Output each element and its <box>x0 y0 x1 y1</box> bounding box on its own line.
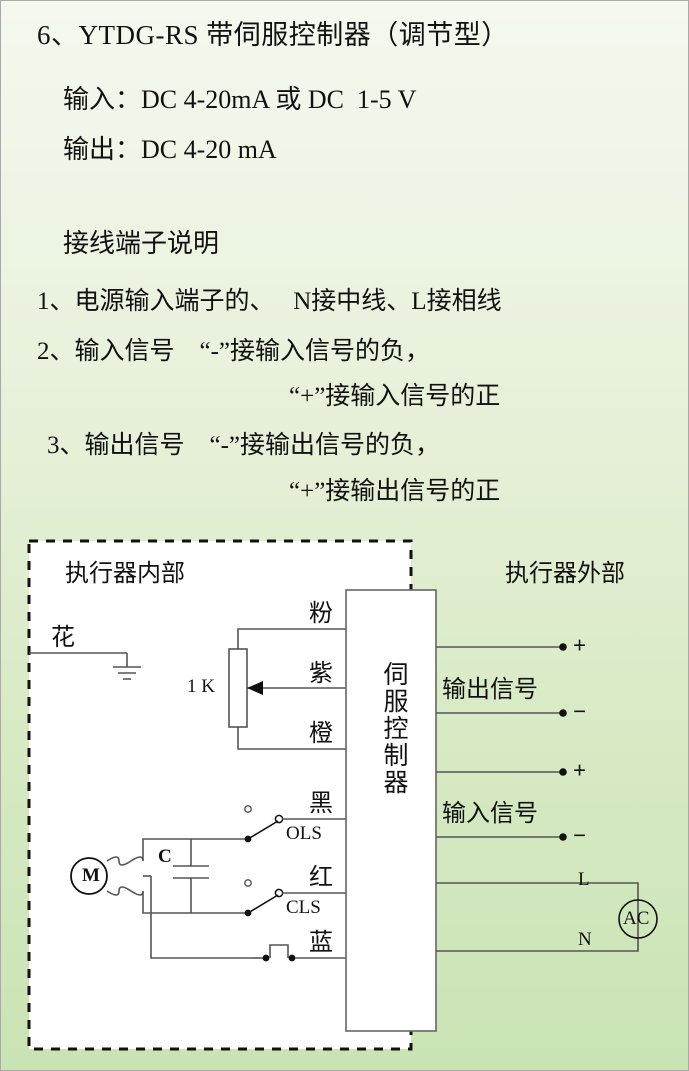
ac-source-symbol <box>618 899 658 939</box>
potentiometer-leads <box>237 628 346 750</box>
limit-switch-ols-label: OLS <box>286 823 322 844</box>
ac-supply-loop <box>436 882 639 952</box>
output-terminal-minus: − <box>573 699 587 724</box>
wire-label-black: 黑 <box>309 791 333 817</box>
line-label: L <box>578 869 590 890</box>
zone-label-outside: 执行器外部 <box>505 561 625 587</box>
ground-symbol <box>29 652 141 680</box>
terminal-item-3: 3、输出信号 “-”接输出信号的负， <box>47 432 441 459</box>
servo-controller-label: 伺服控制器 <box>380 661 407 796</box>
limit-switch-cls <box>244 879 346 917</box>
potentiometer-wiper-arrow <box>247 681 263 695</box>
capacitor-symbol <box>173 839 209 913</box>
potentiometer-label: 1 K <box>187 676 215 697</box>
actuator-interior-fill <box>29 541 411 1049</box>
terminal-item-2-cont: “+”接输入信号的正 <box>289 383 501 410</box>
external-terminal-dots <box>559 643 567 841</box>
limit-switch-cls-label: CLS <box>286 897 321 918</box>
motor-symbol <box>70 857 108 895</box>
neutral-label: N <box>578 929 592 950</box>
servo-controller-box <box>345 589 437 1032</box>
external-signal-wires <box>436 646 563 838</box>
input-terminal-minus: − <box>573 823 587 848</box>
potentiometer-body <box>228 648 248 728</box>
ac-source-label: AC <box>623 908 650 929</box>
page-title: 6、YTDG-RS 带伺服控制器（调节型） <box>37 20 509 50</box>
input-signal-label: 输入信号 <box>442 801 538 827</box>
spec-input-line: 输入：DC 4-20mA 或 DC 1-5 V <box>63 85 417 114</box>
ground-wire-label: 花 <box>51 625 75 651</box>
zone-label-inside: 执行器内部 <box>65 561 185 587</box>
capacitor-label: C <box>158 846 172 867</box>
wire-label-purple: 紫 <box>309 661 333 687</box>
wire-label-orange: 橙 <box>309 721 333 747</box>
spec-output-line: 输出：DC 4-20 mA <box>63 135 277 164</box>
motor-common-return <box>150 876 251 959</box>
motor-windings <box>106 838 251 914</box>
terminal-item-2: 2、输入信号 “-”接输入信号的负， <box>37 338 431 365</box>
blue-wire-jumper <box>251 944 346 962</box>
motor-label: M <box>82 865 100 886</box>
wiring-diagram: 执行器内部 执行器外部 花 1 K M C OLS CLS 粉 紫 橙 黑 红 … <box>1 521 688 1070</box>
terminal-item-1: 1、电源输入端子的、 N接中线、L接相线 <box>37 288 502 315</box>
wire-label-blue: 蓝 <box>309 930 333 956</box>
terminal-item-3-cont: “+”接输出信号的正 <box>289 478 501 505</box>
output-terminal-plus: + <box>573 633 587 658</box>
wire-label-red: 红 <box>309 865 333 891</box>
terminal-heading: 接线端子说明 <box>63 229 220 258</box>
limit-switch-ols <box>244 805 346 843</box>
wire-label-pink: 粉 <box>309 601 333 627</box>
output-signal-label: 输出信号 <box>442 677 538 703</box>
input-terminal-plus: + <box>573 758 587 783</box>
